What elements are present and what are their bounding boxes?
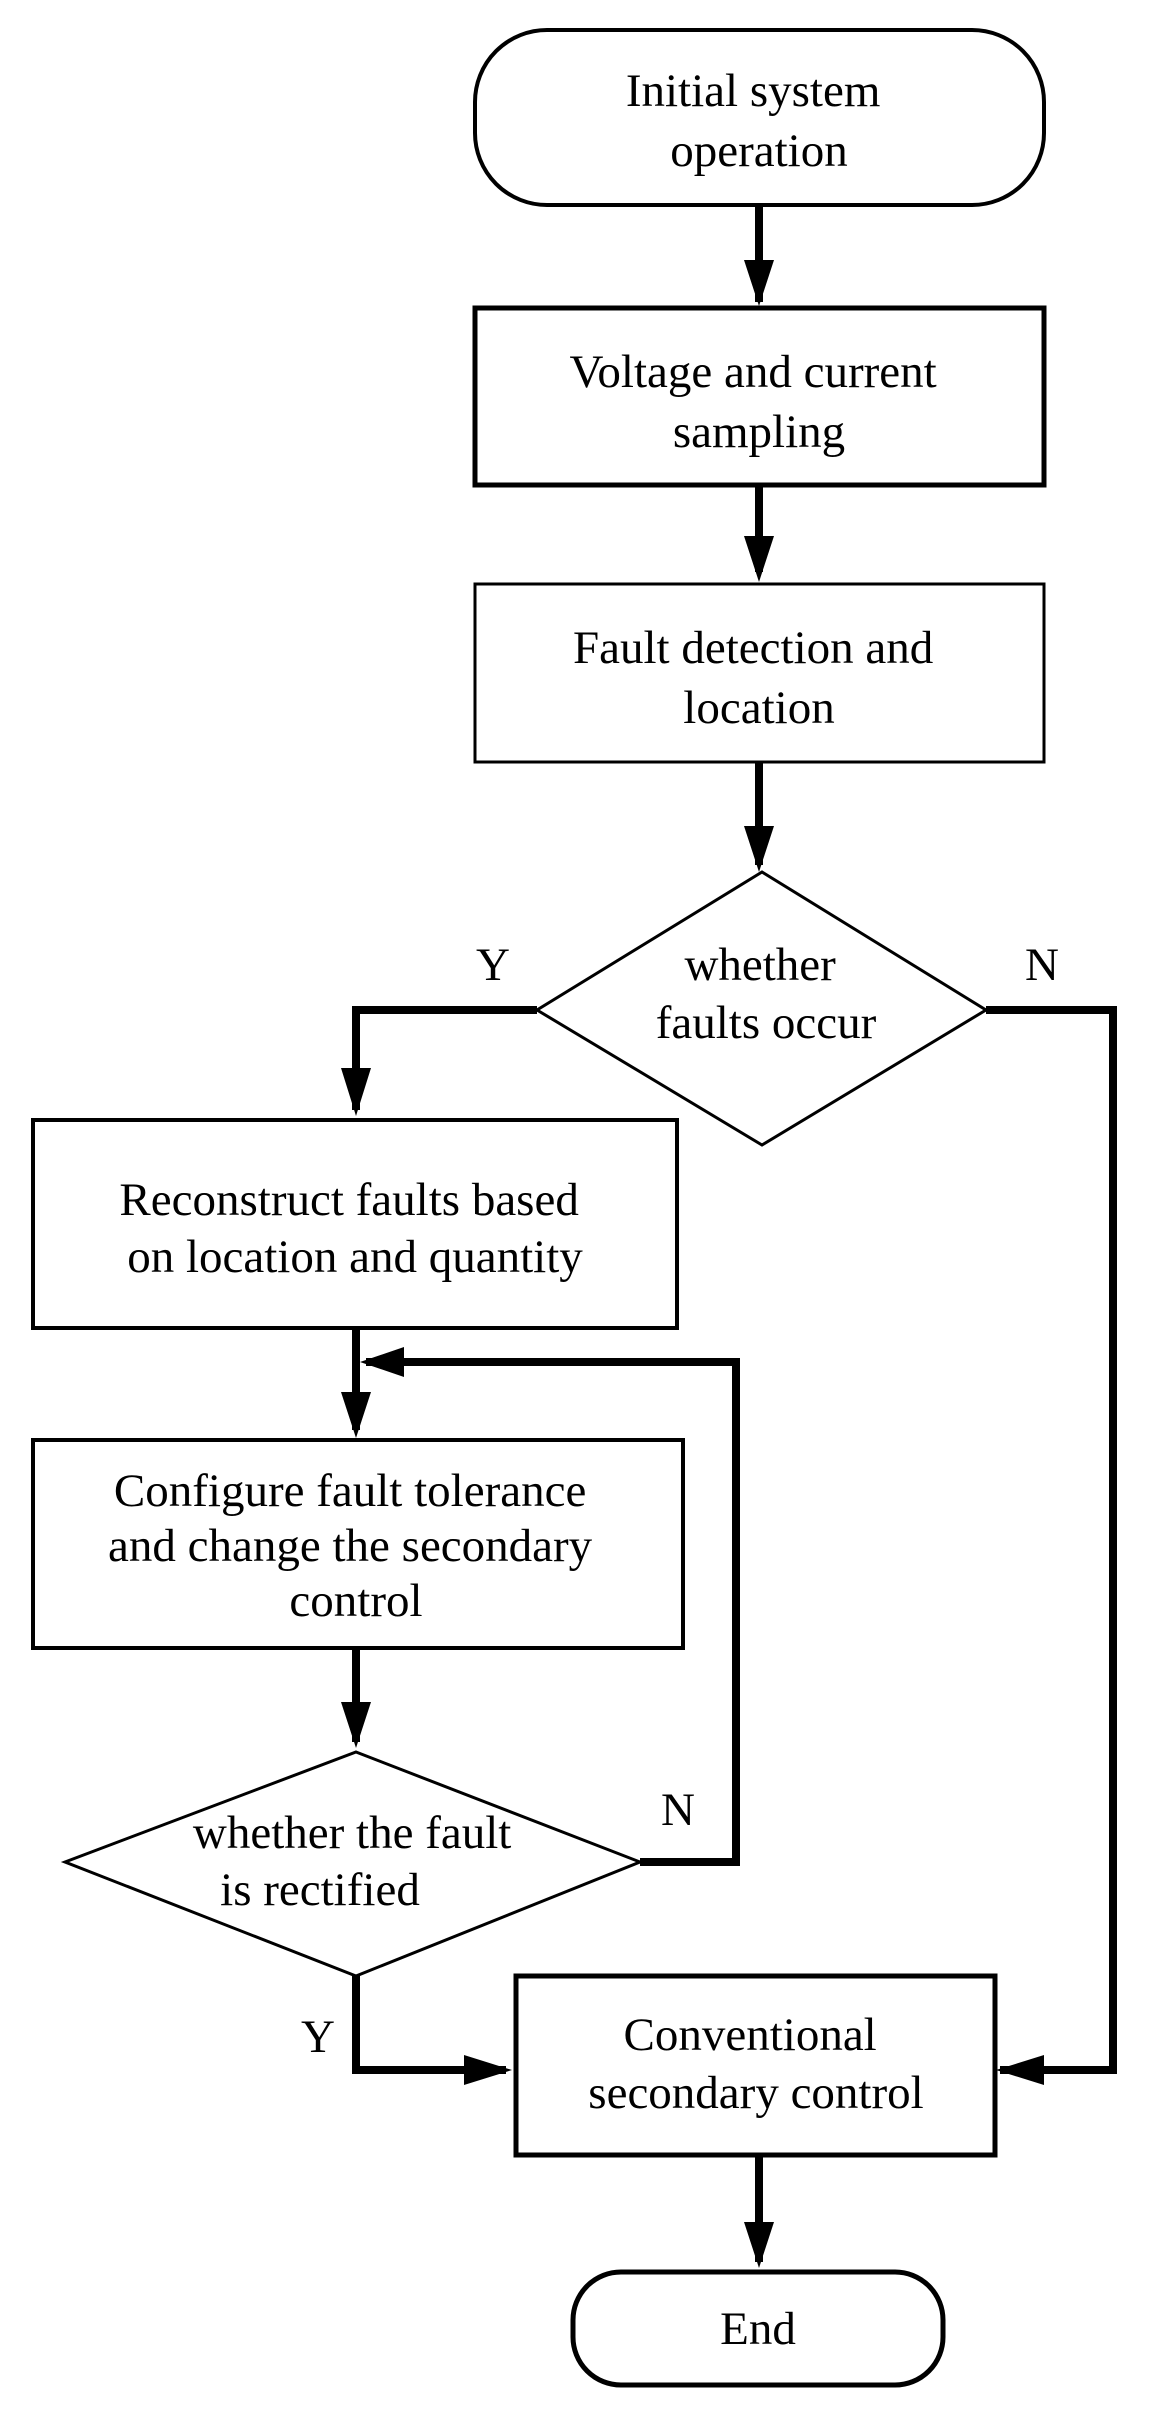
node-conventional-label: Conventional secondary control (588, 2009, 923, 2119)
arrowhead-sampling-to-detection (744, 536, 774, 582)
node-detection: Fault detection and location (473, 582, 1046, 764)
node-sampling: Voltage and current sampling (472, 305, 1047, 488)
arrowhead-decision-faults-no (996, 2055, 1044, 2085)
node-start: Initial system operation (473, 28, 1046, 207)
arrowhead-detection-to-decision-faults (744, 826, 774, 872)
edge-label-faults-no: N (1025, 939, 1059, 991)
arrowhead-decision-rectified-no (360, 1347, 404, 1377)
edge-decision-rectified-yes (352, 1976, 506, 2074)
arrowhead-start-to-sampling (744, 260, 774, 306)
node-decision-rectified-label: whether the fault is rectified (193, 1807, 523, 1916)
node-decision-faults: whether faults occur (534, 870, 989, 1147)
node-detection-label: Fault detection and location (573, 622, 945, 734)
edge-label-faults-yes: Y (476, 939, 510, 991)
edge-decision-faults-no (986, 1006, 1117, 2074)
arrowhead-reconstruct-to-configure (341, 1392, 371, 1438)
edge-labels: Y N N Y (301, 939, 1059, 2063)
node-start-label: Initial system operation (626, 65, 892, 177)
edge-decision-faults-yes (352, 1006, 537, 1110)
node-configure: Configure fault tolerance and change the… (31, 1438, 685, 1650)
nodes: Initial system operation Voltage and cur… (31, 28, 1047, 2388)
node-decision-rectified: whether the fault is rectified (60, 1750, 645, 1978)
node-sampling-label: Voltage and current sampling (570, 346, 949, 458)
node-conventional: Conventional secondary control (513, 1973, 998, 2158)
node-configure-label: Configure fault tolerance and change the… (108, 1465, 604, 1627)
edge-decision-rectified-no (366, 1358, 740, 1866)
edges (341, 205, 1117, 2268)
node-reconstruct-label: Reconstruct faults based on location and… (119, 1174, 590, 1283)
node-reconstruct: Reconstruct faults based on location and… (31, 1118, 679, 1330)
arrowhead-decision-rectified-yes (464, 2055, 512, 2085)
edge-label-rectified-yes: Y (301, 2011, 335, 2063)
arrowhead-conventional-to-end (744, 2222, 774, 2268)
node-end-label: End (720, 2303, 796, 2355)
node-end: End (570, 2269, 946, 2388)
node-decision-faults-label: whether faults occur (656, 939, 877, 1049)
arrowhead-decision-faults-yes (341, 1068, 371, 1116)
edge-label-rectified-no: N (661, 1784, 695, 1836)
arrowhead-configure-to-decision-rectified (341, 1702, 371, 1748)
